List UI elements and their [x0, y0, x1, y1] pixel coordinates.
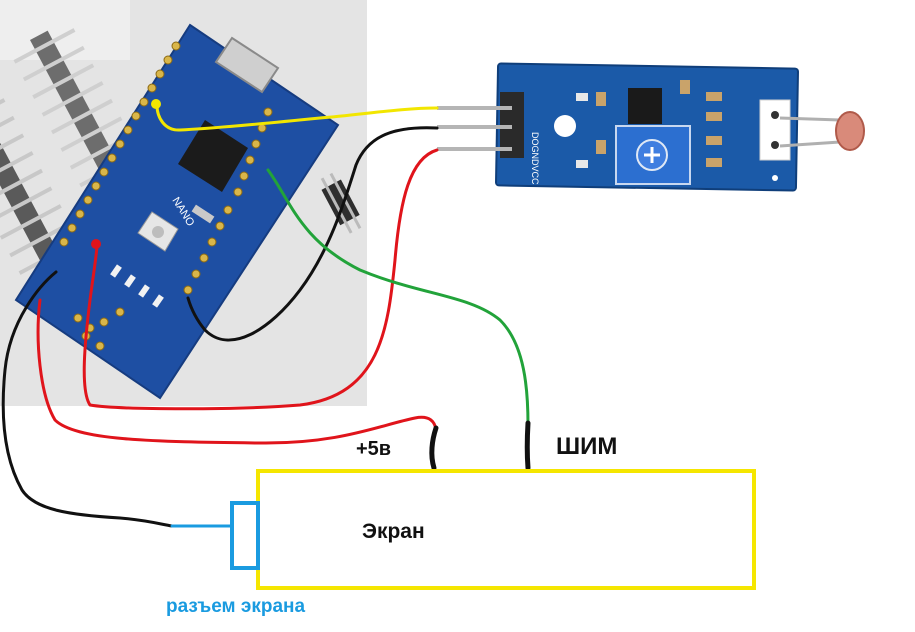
- pwr-led: [576, 160, 588, 168]
- screen-box: [256, 469, 756, 590]
- mounting-hole: [554, 115, 576, 137]
- wire-black-5v-stub: [429, 425, 439, 471]
- screen-connector-label: разъем экрана: [166, 596, 306, 617]
- wire-yellow: [155, 103, 439, 132]
- photoresistor: [779, 111, 865, 151]
- module-pin-labels: DOGNDVCC: [530, 132, 540, 185]
- crystal: [191, 204, 215, 224]
- photo-background-corner: [0, 0, 130, 60]
- wire-green-pwm: [266, 168, 530, 427]
- screen-label: Экран: [362, 520, 425, 543]
- screen-connector: [230, 501, 260, 570]
- wires: [1, 99, 531, 528]
- do-led: [576, 93, 588, 101]
- mcu-chip: [178, 120, 248, 192]
- smd-components: [596, 80, 722, 167]
- usb-connector: [214, 36, 280, 94]
- module-pins: [437, 106, 512, 151]
- wire-black-pwm-stub: [524, 420, 531, 471]
- comparator-chip: [628, 88, 662, 124]
- wire-red-screen-5v: [36, 298, 438, 445]
- wire-red-sensor-vcc: [82, 148, 439, 411]
- wire-black-screen-gnd: [1, 270, 174, 528]
- arduino-nano-board: NANO: [14, 23, 340, 400]
- potentiometer: [615, 125, 691, 185]
- ldr-socket: [759, 99, 791, 161]
- wire-black-sensor-gnd: [186, 126, 439, 342]
- light-sensor-module: DOGNDVCC: [437, 62, 799, 192]
- power-label: +5в: [356, 438, 392, 460]
- onboard-leds: [110, 264, 164, 308]
- pwm-label: ШИМ: [556, 433, 618, 460]
